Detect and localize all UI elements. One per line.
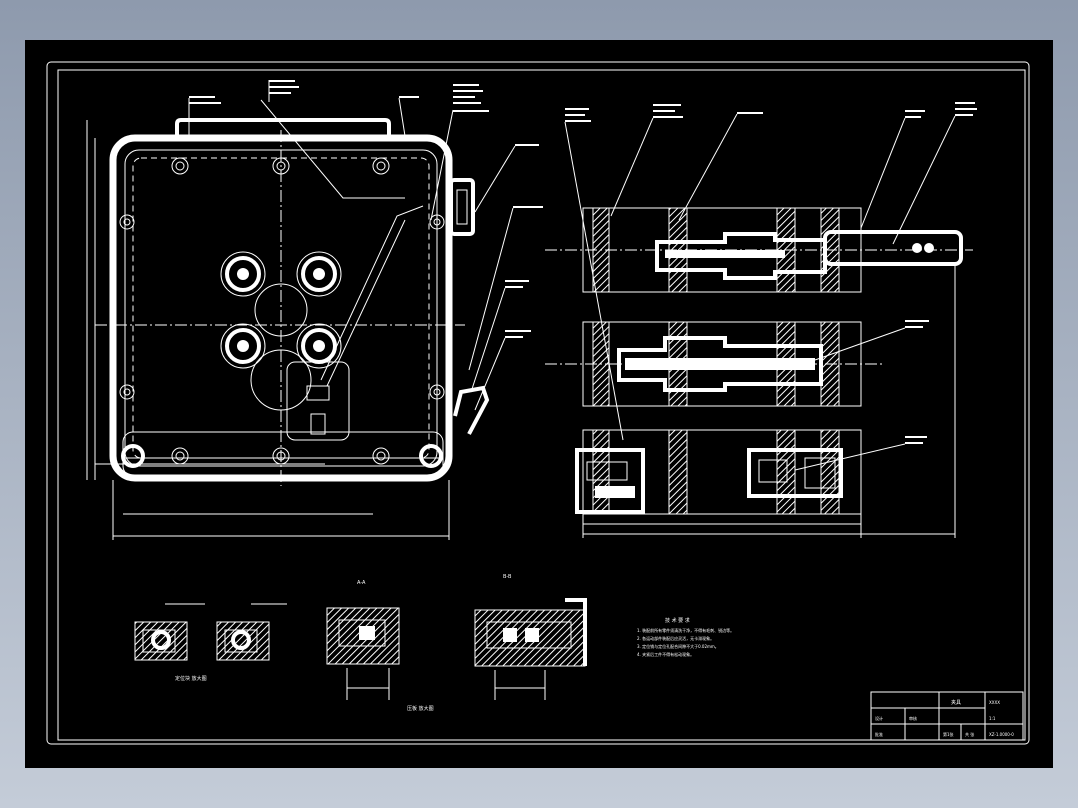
title-block-name: 夹具 <box>951 699 961 706</box>
tech-req-line-3: 3. 定位销与定位孔配合间隙不大于0.02mm。 <box>637 643 719 649</box>
technical-requirements: 技 术 要 求 1. 装配前所有零件须清洗干净，不得有毛刺、锐边等。 2. 各运… <box>637 617 734 657</box>
section-label-b: B-B <box>503 574 512 580</box>
title-block-company: XXXX <box>989 700 1000 705</box>
title-block-approver: 批准 <box>875 731 883 737</box>
detail-views: 定位块 放大图 A-A B-B 压板 放大图 <box>134 574 587 712</box>
title-block-material: 共 张 <box>965 731 974 737</box>
tech-req-line-4: 4. 夹紧后工件不得有松动现象。 <box>637 651 694 657</box>
perimeter-bolts <box>119 157 445 468</box>
drawing-canvas: 定位块 放大图 A-A B-B 压板 放大图 技 术 要 求 1. 装配前所有零… <box>46 61 1030 745</box>
main-plan-view <box>86 80 543 540</box>
sheet-outer-border <box>46 61 1030 745</box>
tech-req-title: 技 术 要 求 <box>665 617 690 624</box>
locating-pins <box>220 251 342 411</box>
title-block-drawing-no: XZ-1.0000-0 <box>989 732 1014 737</box>
sheet-inner-border <box>57 69 1026 741</box>
title-block-designer: 设计 <box>875 715 883 721</box>
detail-caption-center: 压板 放大图 <box>407 705 434 712</box>
title-block-scale: 1:1 <box>989 716 996 721</box>
section-leaders <box>564 102 977 471</box>
title-block-sheet: 第1张 <box>943 731 954 737</box>
tech-req-line-2: 2. 各运动部件装配后应灵活，无卡滞现象。 <box>637 635 714 641</box>
side-section-views <box>545 102 977 538</box>
detail-caption-left: 定位块 放大图 <box>175 675 207 682</box>
title-block: 夹具 XXXX 1:1 XZ-1.0000-0 设计 审核 批准 第1张 共 张 <box>870 691 1024 741</box>
tech-req-line-1: 1. 装配前所有零件须清洗干净，不得有毛刺、锐边等。 <box>637 627 734 633</box>
section-label-a: A-A <box>357 580 366 586</box>
cad-viewport[interactable]: 定位块 放大图 A-A B-B 压板 放大图 技 术 要 求 1. 装配前所有零… <box>25 40 1053 768</box>
title-block-checker: 审核 <box>909 715 917 721</box>
plan-view-leaders <box>188 80 543 411</box>
